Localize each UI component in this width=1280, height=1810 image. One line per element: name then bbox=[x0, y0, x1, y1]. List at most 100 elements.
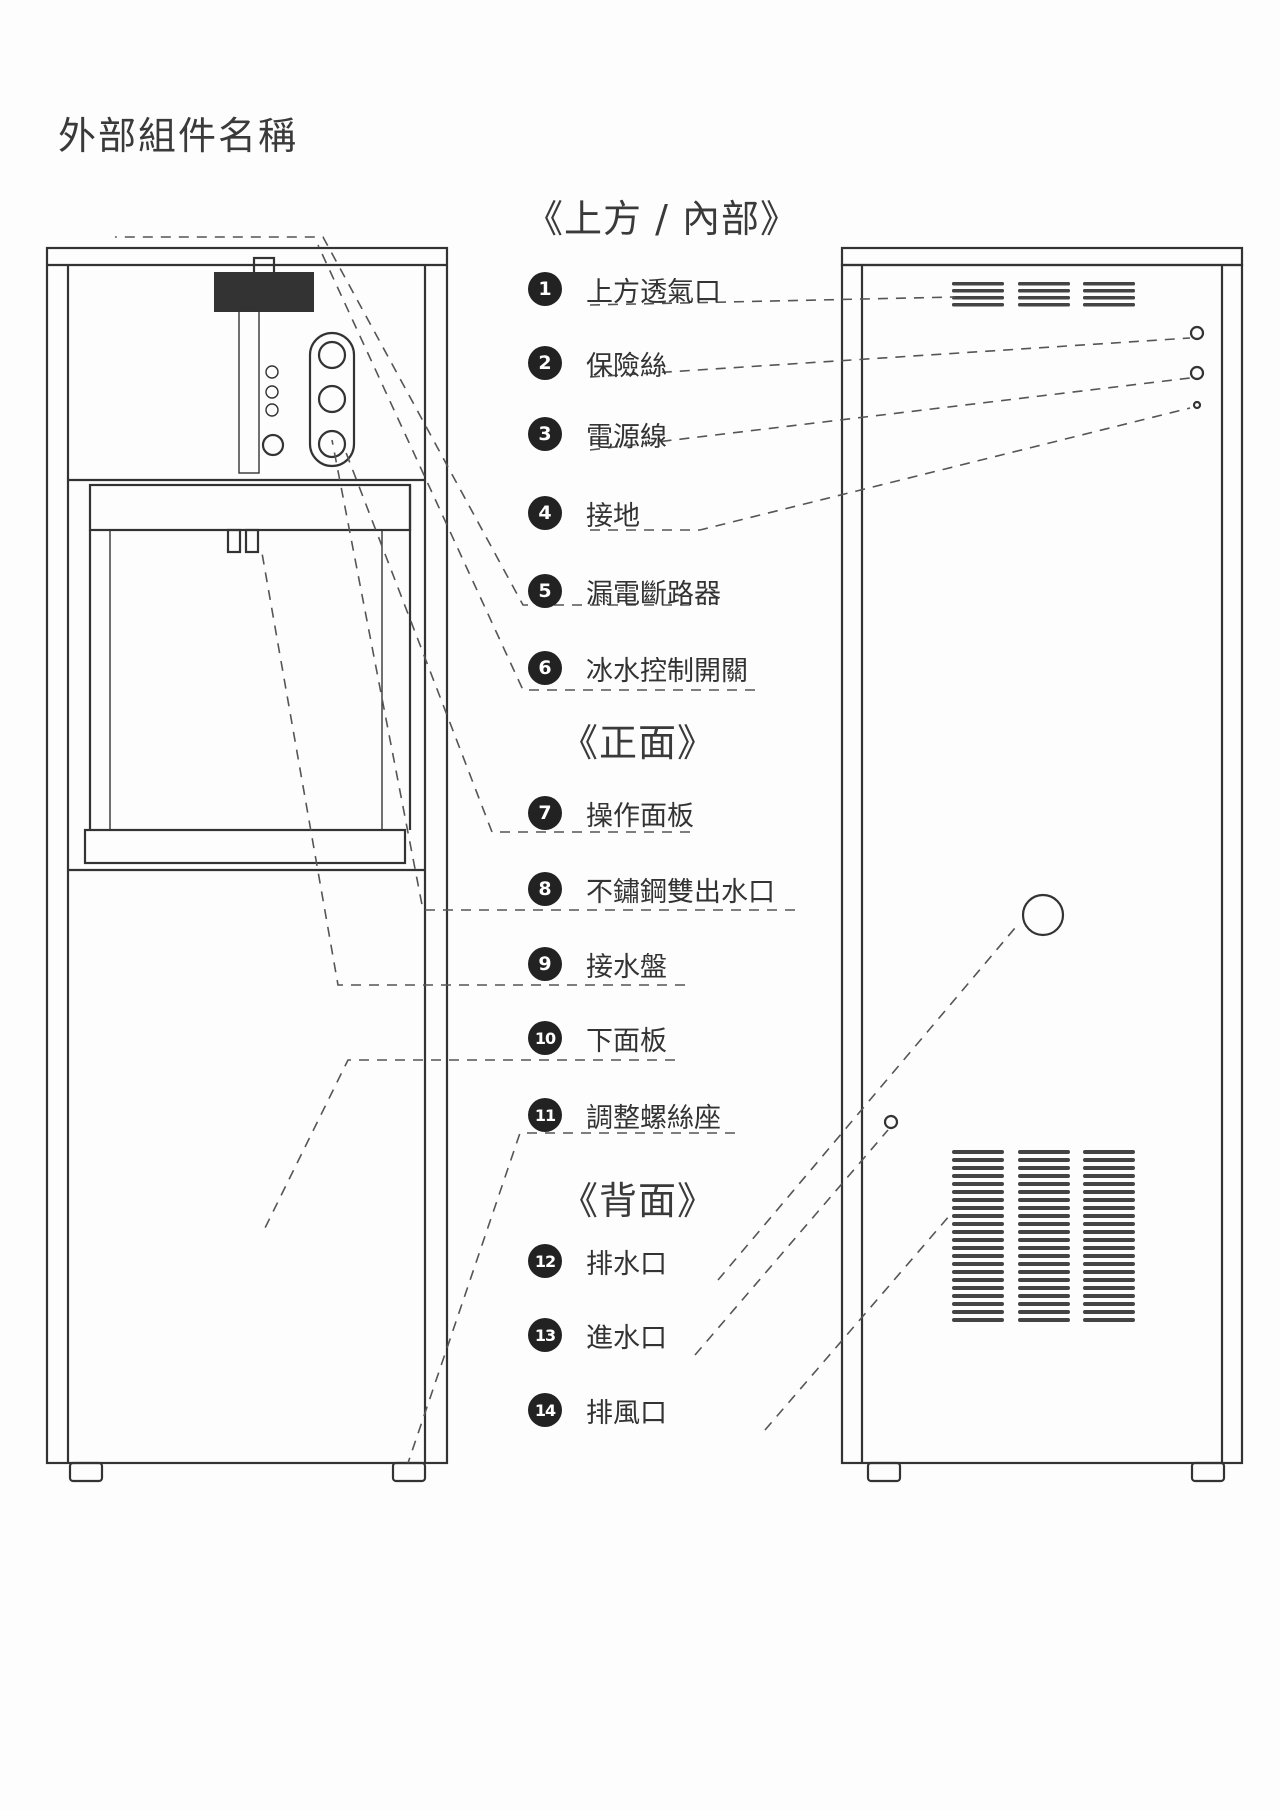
part-name: 調整螺絲座 bbox=[586, 1102, 721, 1134]
part-number-badge: 12 bbox=[528, 1244, 562, 1278]
part-name: 漏電斷路器 bbox=[586, 578, 721, 610]
exhaust-slot bbox=[952, 1302, 1004, 1306]
exhaust-slot bbox=[952, 1278, 1004, 1282]
exhaust-slot bbox=[1018, 1166, 1070, 1170]
exhaust-slot bbox=[1018, 1182, 1070, 1186]
exhaust-slot bbox=[952, 1254, 1004, 1258]
cold-button-icon bbox=[317, 429, 347, 459]
part-number-badge: 5 bbox=[528, 574, 562, 608]
vent-slot bbox=[952, 282, 1004, 286]
back-foot-left bbox=[866, 1461, 902, 1483]
part-number-badge: 10 bbox=[528, 1021, 562, 1055]
exhaust-slot bbox=[1083, 1238, 1135, 1242]
exhaust-slot bbox=[1018, 1214, 1070, 1218]
exhaust-slot bbox=[1083, 1286, 1135, 1290]
exhaust-slot bbox=[1083, 1302, 1135, 1306]
exhaust-slot bbox=[952, 1190, 1004, 1194]
vent-slot bbox=[952, 303, 1004, 307]
part-name: 冰水控制開關 bbox=[586, 655, 748, 687]
section-heading-top-interior: 《上方 / 內部》 bbox=[525, 197, 799, 241]
vent-slot bbox=[1083, 282, 1135, 286]
drip-tray bbox=[83, 828, 407, 865]
exhaust-slot bbox=[952, 1246, 1004, 1250]
part-label-8: 8 不鏽鋼雙出水口 bbox=[528, 869, 775, 909]
exhaust-slot bbox=[1083, 1246, 1135, 1250]
exhaust-slot bbox=[952, 1166, 1004, 1170]
exhaust-slot bbox=[952, 1214, 1004, 1218]
exhaust-slot bbox=[1018, 1262, 1070, 1266]
part-number-badge: 14 bbox=[528, 1393, 562, 1427]
ground-icon bbox=[1192, 400, 1202, 410]
exhaust-slot bbox=[1083, 1222, 1135, 1226]
vent-slot bbox=[1018, 282, 1070, 286]
vent-slot bbox=[952, 296, 1004, 300]
front-foot-right bbox=[391, 1461, 427, 1483]
section-heading-back: 《背面》 bbox=[560, 1179, 717, 1223]
part-name: 接地 bbox=[586, 500, 640, 532]
part-number-badge: 6 bbox=[528, 651, 562, 685]
fuse-icon bbox=[1189, 325, 1205, 341]
exhaust-slot bbox=[1083, 1174, 1135, 1178]
part-number-badge: 9 bbox=[528, 947, 562, 981]
exhaust-slot bbox=[952, 1206, 1004, 1210]
part-label-6: 6 冰水控制開關 bbox=[528, 648, 748, 688]
nozzle-right bbox=[244, 528, 260, 554]
part-label-4: 4 接地 bbox=[528, 493, 640, 533]
section-heading-front: 《正面》 bbox=[560, 721, 717, 765]
control-strip bbox=[238, 307, 260, 474]
exhaust-slot bbox=[952, 1182, 1004, 1186]
exhaust-slot bbox=[1018, 1198, 1070, 1202]
part-name: 操作面板 bbox=[586, 800, 694, 832]
exhaust-slot bbox=[1083, 1318, 1135, 1322]
warm-button-icon bbox=[317, 384, 347, 414]
vent-slot bbox=[1018, 289, 1070, 293]
back-view bbox=[840, 246, 1244, 1483]
part-name: 電源線 bbox=[586, 421, 667, 453]
exhaust-slot bbox=[952, 1294, 1004, 1298]
part-number-badge: 8 bbox=[528, 872, 562, 906]
exhaust-slot bbox=[952, 1310, 1004, 1314]
vent-slot bbox=[1083, 289, 1135, 293]
exhaust-slot bbox=[952, 1158, 1004, 1162]
exhaust-slot bbox=[952, 1262, 1004, 1266]
exhaust-slot bbox=[952, 1230, 1004, 1234]
front-foot-left bbox=[68, 1461, 104, 1483]
part-name: 保險絲 bbox=[586, 350, 667, 382]
exhaust-slot bbox=[1018, 1190, 1070, 1194]
part-name: 不鏽鋼雙出水口 bbox=[586, 876, 775, 908]
exhaust-slot bbox=[1018, 1206, 1070, 1210]
page-title: 外部組件名稱 bbox=[58, 114, 299, 158]
display-window bbox=[214, 272, 314, 312]
part-number-badge: 4 bbox=[528, 496, 562, 530]
exhaust-slot bbox=[952, 1286, 1004, 1290]
exhaust-slot bbox=[1018, 1246, 1070, 1250]
exhaust-slot bbox=[1083, 1270, 1135, 1274]
back-foot-right bbox=[1190, 1461, 1226, 1483]
exhaust-slot bbox=[1018, 1150, 1070, 1154]
power-cord-port-icon bbox=[1189, 365, 1205, 381]
back-top-lid bbox=[840, 246, 1244, 267]
vent-slot bbox=[952, 289, 1004, 293]
exhaust-slot bbox=[1018, 1302, 1070, 1306]
exhaust-slot bbox=[1018, 1254, 1070, 1258]
part-number-badge: 13 bbox=[528, 1318, 562, 1352]
exhaust-slot bbox=[1083, 1278, 1135, 1282]
front-view bbox=[45, 246, 449, 1483]
part-name: 下面板 bbox=[586, 1025, 667, 1057]
exhaust-slot bbox=[952, 1150, 1004, 1154]
exhaust-slot bbox=[952, 1198, 1004, 1202]
exhaust-slot bbox=[1083, 1190, 1135, 1194]
part-number-badge: 1 bbox=[528, 272, 562, 306]
exhaust-slot bbox=[1018, 1278, 1070, 1282]
exhaust-slot bbox=[1018, 1270, 1070, 1274]
exhaust-slot bbox=[1083, 1254, 1135, 1258]
top-vent bbox=[952, 282, 1135, 307]
exhaust-slot bbox=[1083, 1198, 1135, 1202]
exhaust-slot bbox=[1018, 1318, 1070, 1322]
exhaust-slot bbox=[1018, 1286, 1070, 1290]
